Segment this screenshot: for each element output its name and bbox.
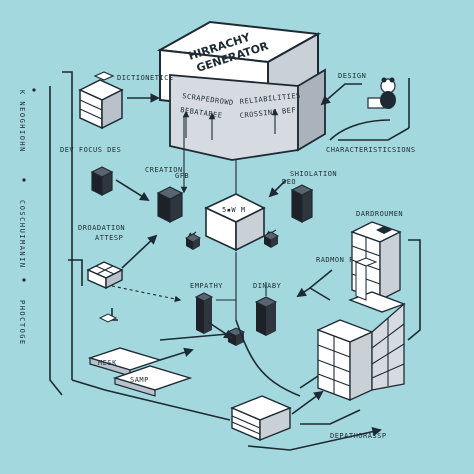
book-stack (230, 395, 292, 442)
generator-block: HIRRACHY GENERATOR SCRAPEDROWD BEBATABEE… (156, 20, 326, 161)
label-departmentassp: DEPATHORASSP (330, 432, 387, 440)
label-creation-sub: GFB (175, 172, 189, 180)
gradation-box (86, 261, 124, 290)
label-gradation-sub: ATTESP (95, 234, 123, 242)
label-mesk: MESK (98, 359, 117, 367)
label-shoulation-sub: DEO (282, 178, 296, 186)
side-text-mid: COSCHUIMANIN (18, 200, 26, 269)
label-random-fig: RADMON FIG (316, 256, 363, 264)
label-empathy: EMPATHY (190, 282, 223, 290)
side-text-bottom: PHOCTOGE (18, 300, 26, 346)
label-gradation: DROADATION (78, 224, 125, 232)
side-text-top: K NEOGHIOHN (18, 90, 26, 153)
label-dev-focus: DEV FOCUS DES (60, 146, 121, 154)
label-dinaby: DINABY (253, 282, 282, 290)
small-box-left (184, 233, 202, 250)
label-dardroumen: DARDROUMEN (356, 210, 403, 218)
center-code: 5▪W M (222, 206, 246, 214)
mesk-plate: MESK (87, 347, 163, 377)
stack-top-left (78, 71, 124, 130)
staircase-stack (316, 221, 406, 402)
center-cube: 5▪W M (204, 193, 266, 252)
shoulation-box (290, 184, 314, 223)
panda-icon (367, 77, 396, 109)
label-shoulation: SHIOLATION (290, 170, 337, 178)
label-creation: CREATION (145, 166, 183, 174)
label-samp: SAMP (130, 376, 149, 384)
creation-box (156, 186, 184, 223)
samp-plate: SAMP (112, 365, 193, 397)
label-characteristics: CHARACTERISTICSIONS (326, 146, 416, 154)
dev-focus-box (90, 166, 114, 196)
label-distinctive: DICTIONETICE (117, 74, 174, 82)
empathy-box (194, 292, 214, 334)
small-box-right (262, 231, 280, 248)
dinaby-box (254, 296, 278, 336)
label-design: DESIGN (338, 72, 366, 80)
